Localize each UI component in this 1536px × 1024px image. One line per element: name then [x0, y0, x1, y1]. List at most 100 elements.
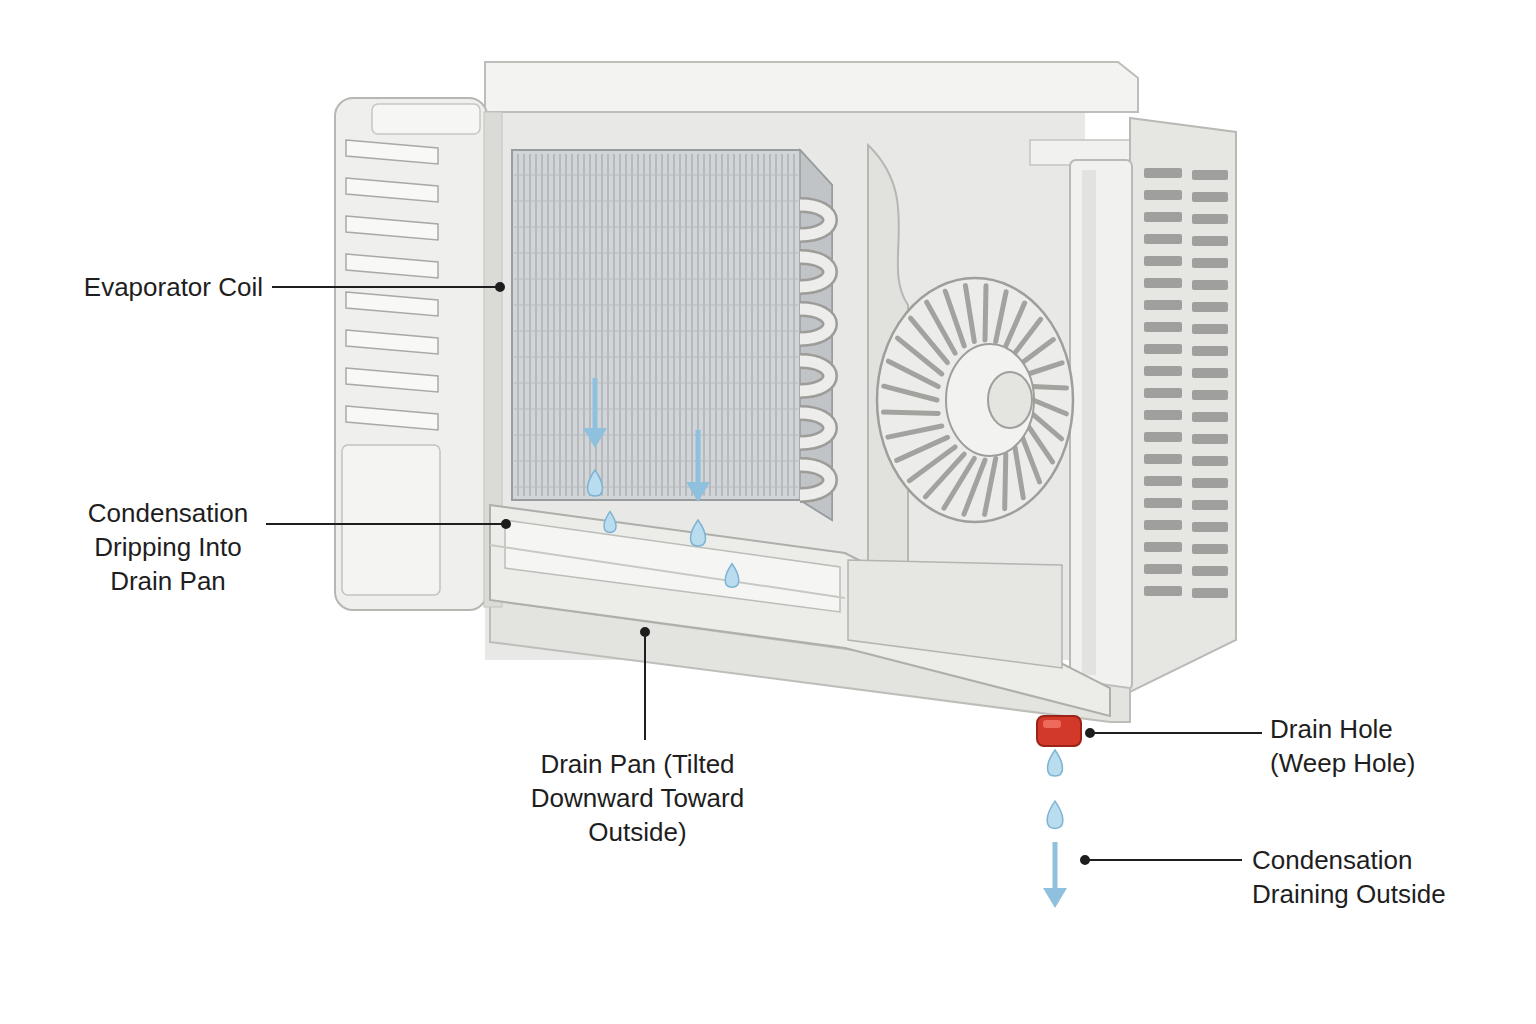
- fan-blade: [996, 292, 1006, 342]
- louver-slat: [346, 368, 438, 392]
- coil-fin: [685, 154, 686, 496]
- coil-fin: [703, 154, 704, 496]
- fan-blade: [1015, 447, 1023, 498]
- louvers: [346, 140, 438, 430]
- flow-arrow: [593, 378, 598, 432]
- u-bend-tubes: [800, 205, 830, 495]
- u-bend: [800, 361, 830, 391]
- fan-blade: [888, 426, 942, 437]
- water-drop: [691, 520, 706, 546]
- u-bend: [800, 257, 830, 287]
- coil-fin: [673, 154, 674, 496]
- coil-fin: [769, 154, 770, 496]
- louver-slat: [346, 140, 438, 164]
- blower-fan: [877, 278, 1073, 522]
- u-bend: [800, 413, 830, 443]
- leader-dot: [496, 283, 504, 291]
- vent-slot: [1144, 278, 1182, 288]
- coil-fin-row: [514, 227, 798, 228]
- coil-fin-row: [514, 435, 798, 436]
- drain-plug: [1037, 716, 1081, 746]
- louver-slat: [346, 292, 438, 316]
- leader-line: [644, 632, 646, 740]
- fan-wheel: [877, 278, 1073, 522]
- coil-fin: [697, 154, 698, 496]
- u-bend: [800, 257, 830, 287]
- vent-slot: [1192, 280, 1228, 290]
- top-bar: [485, 62, 1138, 112]
- u-bend: [800, 361, 830, 391]
- u-bend: [800, 465, 830, 495]
- vent-slot: [1192, 170, 1228, 180]
- fan-base: [848, 560, 1062, 668]
- flow-arrow: [696, 430, 701, 486]
- coil-fin: [547, 154, 548, 496]
- vent-slot: [1192, 258, 1228, 268]
- fan-blade: [884, 386, 937, 400]
- callout-label: Condensation Dripping Into Drain Pan: [68, 496, 268, 598]
- coil-fin-row: [514, 487, 798, 488]
- vent-slot: [1144, 454, 1182, 464]
- vent-slot: [1144, 366, 1182, 376]
- coil-fin: [751, 154, 752, 496]
- coil-fin: [517, 154, 518, 496]
- coil-fin: [781, 154, 782, 496]
- pan-rim: [490, 545, 845, 598]
- coil-fin: [763, 154, 764, 496]
- coil-fin: [679, 154, 680, 496]
- fan-blade: [985, 459, 996, 515]
- coil-fin: [745, 154, 746, 496]
- fan-blade: [1028, 363, 1062, 374]
- fan-blade: [1023, 340, 1054, 363]
- evaporator-coil: [512, 150, 832, 520]
- fan-blades: [884, 286, 1067, 515]
- part-label: Evaporator Coil: [40, 270, 263, 304]
- coil-fin: [775, 154, 776, 496]
- flow-arrowhead: [583, 428, 607, 448]
- coil-fin: [733, 154, 734, 496]
- coil-fin: [661, 154, 662, 496]
- vent-slot: [1144, 300, 1182, 310]
- vent-slot: [1144, 190, 1182, 200]
- coil-fin-row: [514, 253, 798, 254]
- leader-line: [1085, 859, 1242, 861]
- vent-slot: [1192, 544, 1228, 554]
- vent-slot: [1192, 412, 1228, 422]
- coil-fin: [583, 154, 584, 496]
- coil-body: [512, 150, 832, 520]
- vent-slot: [1192, 456, 1228, 466]
- louver-slat: [346, 178, 438, 202]
- coil-fin: [523, 154, 524, 496]
- vent-slot: [1192, 588, 1228, 598]
- part-label: Drain Hole (Weep Hole): [1270, 712, 1450, 780]
- louver-slat: [346, 216, 438, 240]
- fan-blade: [985, 286, 986, 340]
- fan-blade: [1015, 319, 1041, 353]
- louver-slat: [346, 330, 438, 354]
- weep-hole-plug: [1037, 716, 1081, 746]
- leader-line: [272, 286, 500, 288]
- vent-slot: [1192, 478, 1228, 488]
- coil-fin: [793, 154, 794, 496]
- coil-fin: [757, 154, 758, 496]
- fan-blade: [944, 459, 974, 509]
- coil-fin-row: [514, 357, 798, 358]
- flow-arrow: [1053, 842, 1058, 892]
- pan-floor: [505, 520, 840, 612]
- pan-outer: [490, 505, 1110, 716]
- left-panel-top: [372, 104, 480, 134]
- vent-slot: [1144, 586, 1182, 596]
- coil-fin: [553, 154, 554, 496]
- fan-blade: [1005, 454, 1006, 509]
- u-bend: [800, 205, 830, 235]
- coil-fin: [655, 154, 656, 496]
- vent-slot: [1144, 520, 1182, 530]
- side-vents: [1144, 168, 1228, 598]
- vent-slot: [1144, 498, 1182, 508]
- u-bend: [800, 465, 830, 495]
- water-drop: [1048, 750, 1063, 776]
- coil-fin: [631, 154, 632, 496]
- flow-arrowhead: [686, 482, 710, 502]
- coil-fin: [667, 154, 668, 496]
